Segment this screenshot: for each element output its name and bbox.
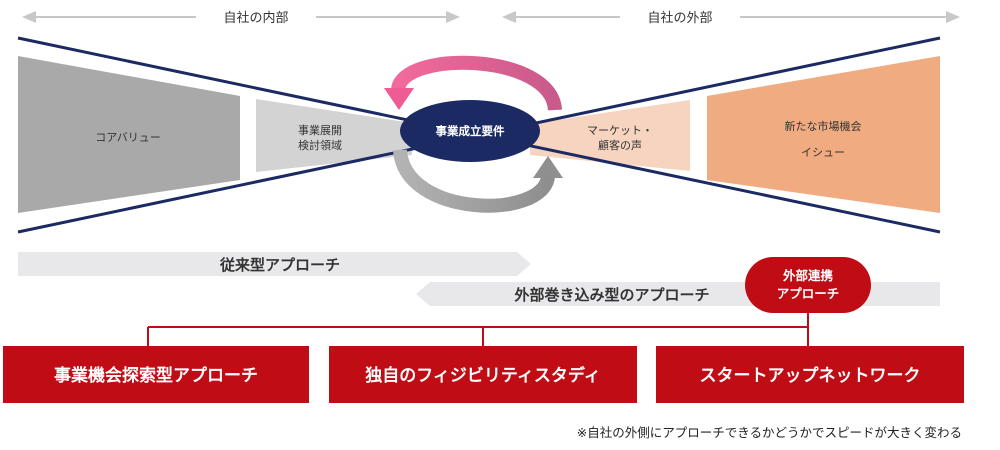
startup-network-box: スタートアップネットワーク [656, 346, 964, 403]
traditional-approach-bar: 従来型アプローチ [18, 252, 531, 276]
business-domain-label-2: 検討領域 [298, 138, 342, 152]
business-requirements-label: 事業成立要件 [436, 124, 505, 138]
core-value-shape [18, 56, 240, 213]
traditional-approach-label: 従来型アプローチ [219, 256, 340, 274]
business-domain-label-1: 事業展開 [298, 124, 342, 137]
core-value-label: コアバリュー [95, 131, 161, 144]
feasibility-study-label: 独自のフィジビリティスタディ [365, 365, 600, 386]
internal-range-arrow: 自社の内部 [22, 7, 460, 27]
feasibility-study-box: 独自のフィジビリティスタディ [329, 346, 637, 403]
business-domain-shape [256, 99, 412, 172]
market-voice-label-1: マーケット・ [587, 124, 653, 137]
pink-cycle-arrow [384, 55, 562, 112]
external-partnership-label-1: 外部連携 [782, 268, 834, 283]
outside-in-approach-label: 外部巻き込み型のアプローチ [513, 286, 709, 304]
gray-cycle-arrow [393, 148, 563, 213]
external-range-arrow: 自社の外部 [502, 7, 960, 27]
footnote: ※自社の外側にアプローチできるかどうかでスピードが大きく変わる [577, 425, 962, 440]
external-label: 自社の外部 [647, 10, 712, 26]
opportunity-label-1: 新たな市場機会 [785, 119, 862, 133]
market-voice-label-2: 顧客の声 [598, 138, 642, 152]
opportunity-label-2: イシュー [801, 146, 845, 159]
startup-network-label: スタートアップネットワーク [700, 365, 921, 386]
external-partnership-label-2: アプローチ [777, 286, 840, 301]
connector-lines [147, 313, 809, 346]
internal-label: 自社の内部 [223, 10, 288, 26]
opportunity-shape [707, 56, 940, 213]
opportunity-exploration-label: 事業機会探索型アプローチ [54, 365, 258, 386]
business-requirements-ellipse [400, 100, 540, 162]
external-partnership-badge: 外部連携 アプローチ [745, 257, 871, 313]
opportunity-exploration-box: 事業機会探索型アプローチ [3, 346, 309, 403]
